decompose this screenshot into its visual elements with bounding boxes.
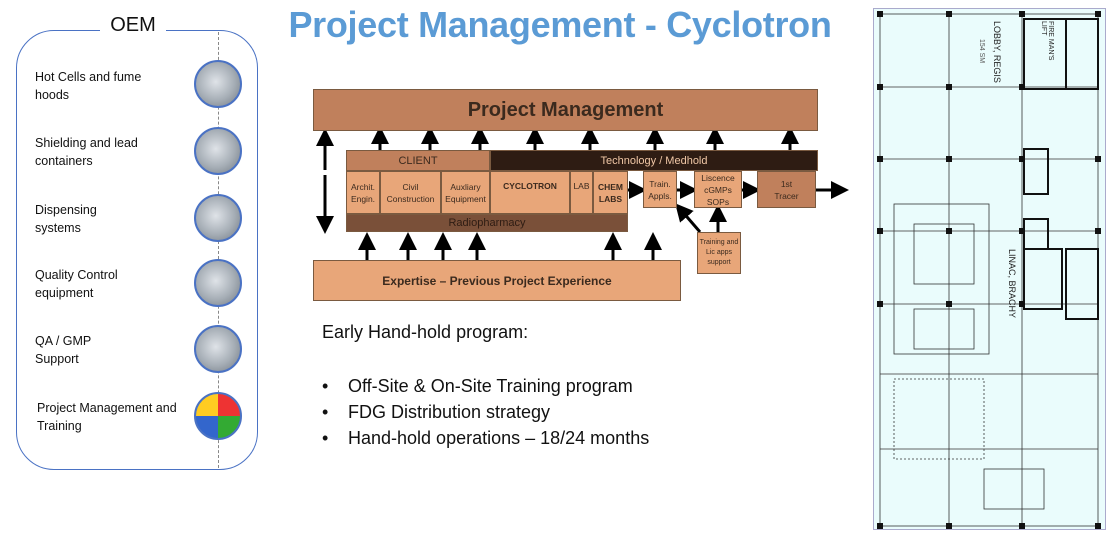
project-management-box: Project Management bbox=[313, 89, 818, 131]
bullet-dot: • bbox=[322, 402, 329, 422]
floor-plan-label: LINAC, BRACHY bbox=[1007, 249, 1017, 319]
floor-plan-label: FIRE MAN'S LIFT bbox=[1040, 21, 1054, 61]
floor-plan: LOBBY, REGIS 154 SM FIRE MAN'S LIFT LINA… bbox=[873, 8, 1106, 530]
oem-item-label: Project Management and Training bbox=[37, 401, 177, 433]
qc-equipment-icon bbox=[194, 259, 242, 307]
bullet-dot: • bbox=[322, 376, 329, 396]
floor-plan-drawing bbox=[877, 11, 1101, 529]
qa-gmp-icon bbox=[194, 325, 242, 373]
chem-labs-box: CHEM LABS bbox=[593, 171, 628, 214]
licence-box: Liscence cGMPs SOPs bbox=[694, 171, 742, 208]
oem-item-label: Dispensing systems bbox=[35, 203, 97, 235]
training-support-box: Training and Lic apps support bbox=[697, 232, 741, 274]
cube-icon bbox=[194, 392, 242, 440]
train-appls-box: Train. Appls. bbox=[643, 171, 677, 208]
oem-item-label: QA / GMP Support bbox=[35, 334, 92, 366]
oem-item-label: Shielding and lead containers bbox=[35, 136, 138, 168]
floor-plan-label: LOBBY, REGIS bbox=[992, 21, 1002, 83]
floor-plan-label: 154 SM bbox=[978, 39, 985, 64]
diagram-arrows bbox=[316, 126, 849, 260]
bullet-item: •Hand-hold operations – 18/24 months bbox=[322, 428, 650, 448]
first-tracer-box: 1st Tracer bbox=[757, 171, 816, 208]
dashed-divider bbox=[218, 32, 219, 468]
program-heading: Early Hand-hold program: bbox=[322, 322, 529, 342]
civil-box: Civil Construction bbox=[380, 171, 441, 214]
oem-item-label: Quality Control equipment bbox=[35, 268, 118, 300]
oem-item-label: Hot Cells and fume hoods bbox=[35, 70, 142, 102]
expertise-box: Expertise – Previous Project Experience bbox=[313, 260, 681, 301]
bullet-item: •Off-Site & On-Site Training program bbox=[322, 376, 633, 396]
aux-box: Auxliary Equipment bbox=[441, 171, 490, 214]
lab-box: LAB bbox=[570, 171, 593, 214]
oem-label: OEM bbox=[100, 14, 166, 37]
dispenser-icon bbox=[194, 194, 242, 242]
radiopharmacy-box: Radiopharmacy bbox=[346, 214, 628, 232]
archit-box: Archit. Engin. bbox=[346, 171, 380, 214]
bullet-dot: • bbox=[322, 428, 329, 448]
slide-title: Project Management - Cyclotron bbox=[288, 4, 832, 45]
technology-header: Technology / Medhold bbox=[490, 150, 818, 171]
client-header: CLIENT bbox=[346, 150, 490, 171]
cyclotron-box: CYCLOTRON bbox=[490, 171, 570, 214]
hot-cell-icon bbox=[194, 60, 242, 108]
bullet-item: •FDG Distribution strategy bbox=[322, 402, 551, 422]
lead-container-icon bbox=[194, 127, 242, 175]
